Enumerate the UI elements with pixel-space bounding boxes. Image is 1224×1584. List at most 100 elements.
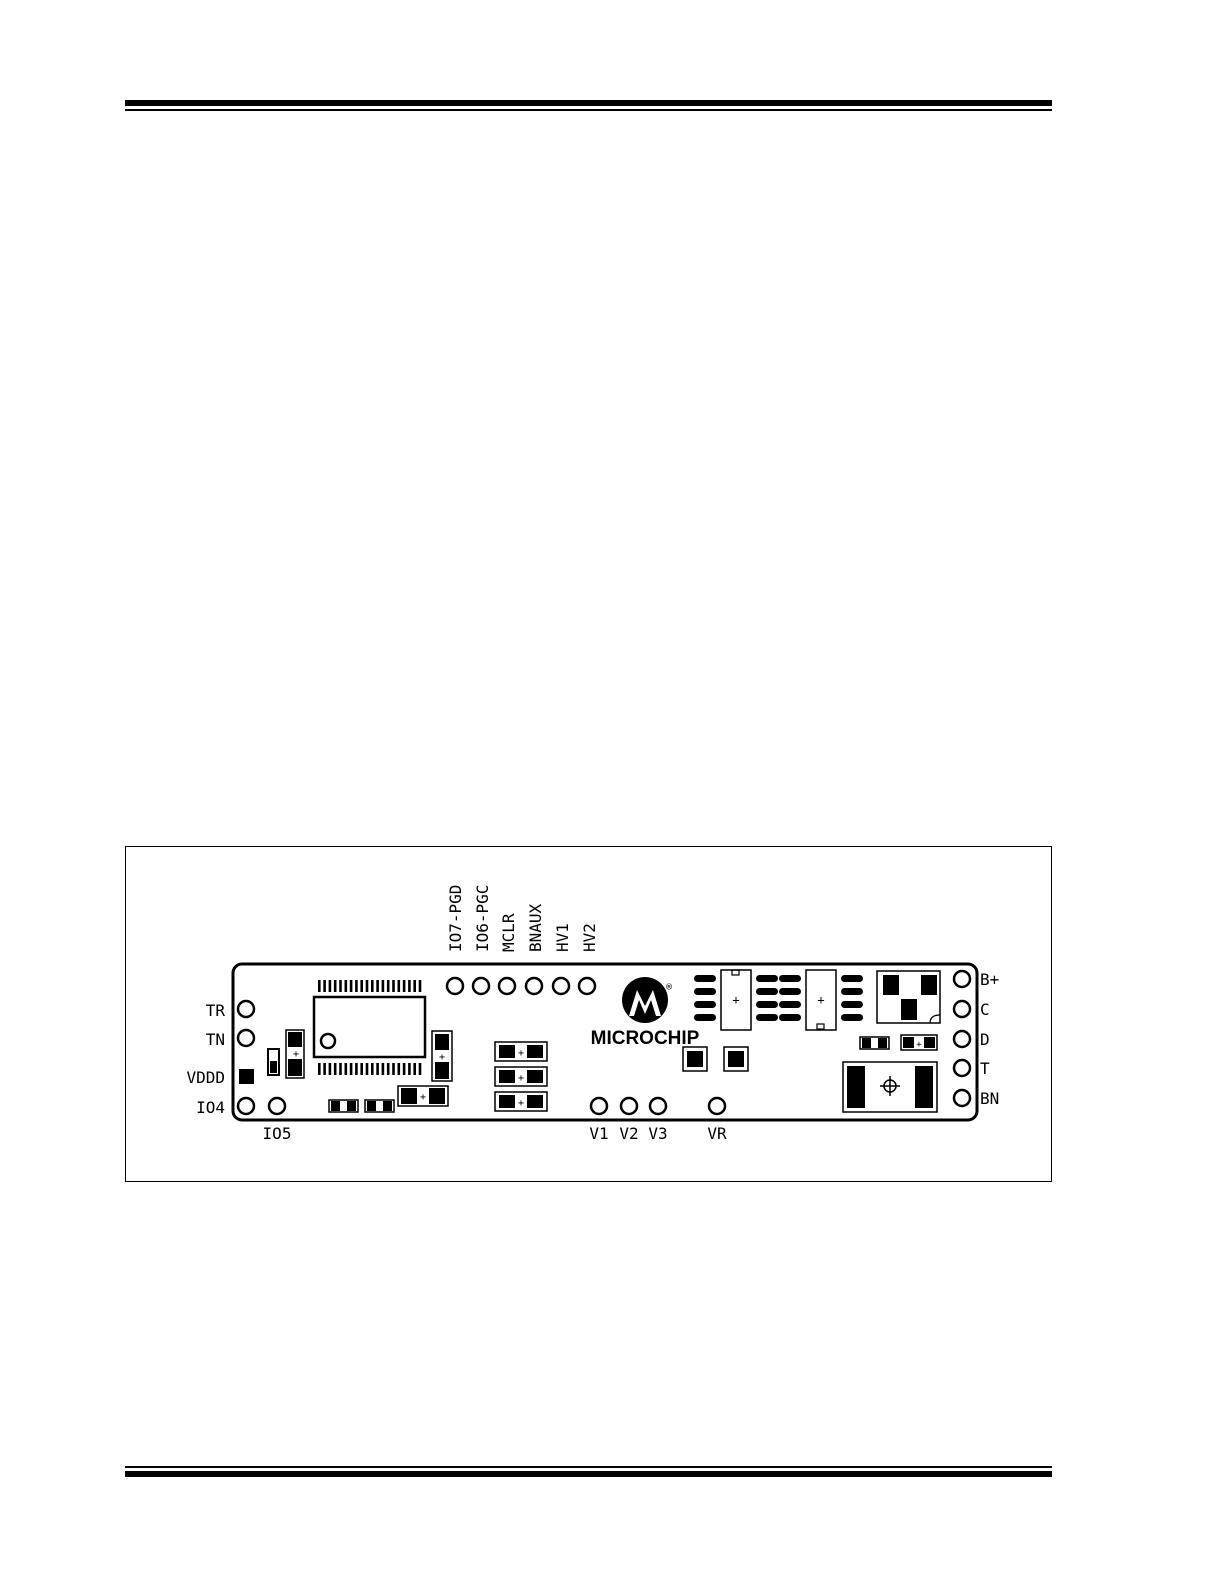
svg-text:+: +: [420, 1092, 426, 1103]
ic-pad-bottom: [318, 1063, 321, 1075]
svg-text:+: +: [518, 1073, 524, 1084]
header-rule-thick: [125, 100, 1052, 106]
pin-io7-pgd: [445, 976, 465, 996]
main-ic-footprint: [312, 980, 427, 1075]
svg-text:+: +: [916, 1040, 922, 1050]
pin-vr: [707, 1096, 727, 1116]
pin-d: [952, 1029, 972, 1049]
pin-label-v2: V2: [619, 1124, 638, 1143]
pin-v1: [589, 1096, 609, 1116]
center-diode: +: [494, 1066, 548, 1087]
ic-pad-bottom: [408, 1063, 411, 1075]
pin-io6-pgc: [471, 976, 491, 996]
resistor-r3: [859, 1036, 890, 1050]
center-diode: +: [494, 1041, 548, 1062]
ic-pad-bottom: [392, 1063, 395, 1075]
footer-rule-thick: [125, 1471, 1052, 1477]
tantalum-cap-left: +: [285, 1029, 305, 1079]
resistor-r1: [328, 1099, 359, 1113]
ic-pad-top: [381, 980, 385, 992]
diode-d1: +: [397, 1085, 449, 1107]
ic-pad-top: [365, 980, 369, 992]
pin-label-vddd: VDDD: [186, 1068, 225, 1087]
ic-pad-top: [328, 980, 332, 992]
ic-pad-bottom: [323, 1063, 326, 1075]
pin-b-plus: [952, 969, 972, 989]
ic-pad-top: [360, 980, 363, 992]
sot-pads: [682, 1046, 749, 1072]
pin-mclr: [497, 976, 517, 996]
pin-label-mclr: MCLR: [499, 913, 518, 952]
ic-pad-top: [408, 980, 411, 992]
pin-label-v3: V3: [648, 1124, 667, 1143]
microchip-logo-icon: [622, 977, 668, 1023]
ic-pad-bottom: [355, 1063, 358, 1075]
pin-label-b-plus: B+: [980, 970, 999, 989]
ic-pad-bottom: [365, 1063, 369, 1075]
ic-pad-bottom: [349, 1063, 353, 1075]
pin-label-bn: BN: [980, 1089, 999, 1108]
ic-pad-top: [386, 980, 390, 992]
pin-label-t: T: [980, 1059, 990, 1078]
pin-hv1: [551, 976, 571, 996]
pin-vddd-square: [239, 1069, 254, 1084]
svg-text:+: +: [439, 1052, 445, 1063]
microchip-logo-text: MICROCHIP: [591, 1028, 700, 1049]
pin-hv2: [577, 976, 597, 996]
ic-pad-bottom: [402, 1063, 406, 1075]
pin-tn: [236, 1028, 256, 1048]
pin-tr: [236, 999, 256, 1019]
svg-text:+: +: [518, 1098, 524, 1109]
pin-label-tn: TN: [206, 1030, 225, 1049]
ic-pad-bottom: [418, 1063, 422, 1075]
ic-pad-top: [333, 980, 337, 992]
inductor-l1: [842, 1061, 938, 1113]
svg-text:+: +: [732, 993, 739, 1007]
board-outline: [231, 962, 979, 1122]
resistor-r2: [364, 1099, 395, 1113]
ic-pad-bottom: [371, 1063, 374, 1075]
ic-pad-bottom: [360, 1063, 363, 1075]
ic-pad-top: [397, 980, 401, 992]
pin-io5: [267, 1096, 287, 1116]
pin-label-tr: TR: [206, 1001, 226, 1020]
pin-io4: [236, 1096, 256, 1116]
soic-u3: +: [779, 969, 863, 1031]
svg-text:+: +: [518, 1048, 524, 1059]
footer-rule-thin: [125, 1466, 1052, 1468]
header-rule-thin: [125, 109, 1052, 111]
ic-pad-bottom: [339, 1063, 342, 1075]
ic-pad-top: [376, 980, 379, 992]
soic-u2: +: [694, 969, 778, 1031]
pin-label-vr: VR: [707, 1124, 727, 1143]
ic-pad-bottom: [413, 1063, 416, 1075]
ic-pad-top: [349, 980, 353, 992]
ic-pad-bottom: [376, 1063, 379, 1075]
pin-v3: [648, 1096, 668, 1116]
ic-pad-bottom: [333, 1063, 337, 1075]
ic-pad-bottom: [397, 1063, 401, 1075]
pin-label-bnaux: BNAUX: [526, 903, 545, 952]
ic-pad-top: [402, 980, 406, 992]
transistor-q1: [876, 970, 941, 1024]
ic-pad-top: [392, 980, 395, 992]
pin-label-io5: IO5: [263, 1124, 292, 1143]
pin-label-io4: IO4: [196, 1098, 225, 1117]
pin-label-d: D: [980, 1030, 990, 1049]
pin-t: [952, 1058, 972, 1078]
capacitor-c-left: [267, 1048, 280, 1076]
ic-pad-bottom: [328, 1063, 332, 1075]
ic-pad-top: [339, 980, 342, 992]
center-diode: +: [494, 1091, 548, 1112]
svg-text:+: +: [817, 993, 824, 1007]
microchip-logo: ® MICROCHIP: [591, 977, 700, 1049]
pin-label-hv2: HV2: [580, 923, 599, 952]
pin-c: [952, 999, 972, 1019]
ic-pad-top: [418, 980, 422, 992]
pin-label-io6-pgc: IO6-PGC: [473, 885, 492, 952]
ic-pad-bottom: [344, 1063, 348, 1075]
ic-pad-bottom: [381, 1063, 385, 1075]
pin-label-v1: V1: [589, 1124, 608, 1143]
registered-mark: ®: [666, 982, 673, 993]
